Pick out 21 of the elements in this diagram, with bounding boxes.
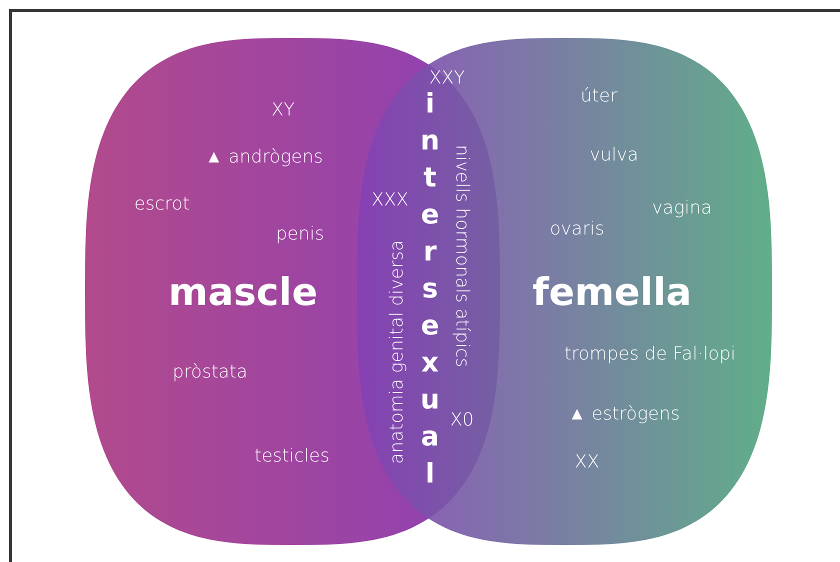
term-label: vulva <box>590 144 638 166</box>
term-label: trompes de Fal·lopi <box>564 344 736 364</box>
vertical-overlap-label: intersexual <box>414 88 446 496</box>
term-label: vagina <box>652 198 712 218</box>
set-title: femella <box>532 270 692 314</box>
rotated-label: anatomia genital diversa <box>386 240 408 464</box>
term-label: XXX <box>372 190 408 210</box>
term-label: ▲ estrògens <box>568 404 680 424</box>
term-label: ovaris <box>550 218 604 240</box>
term-label: XXY <box>429 68 465 88</box>
term-label: escrot <box>134 194 190 214</box>
term-label: X0 <box>450 410 474 430</box>
term-label: úter <box>580 86 618 106</box>
rotated-label: nivells hormonals atípics <box>452 144 472 368</box>
term-label: XX <box>574 452 600 472</box>
term-label: ▲ andrògens <box>204 146 324 168</box>
term-label: testicles <box>254 446 330 466</box>
term-label: pròstata <box>172 362 248 382</box>
term-label: penis <box>276 224 324 244</box>
set-title: mascle <box>168 270 318 314</box>
term-label: XY <box>271 100 295 120</box>
